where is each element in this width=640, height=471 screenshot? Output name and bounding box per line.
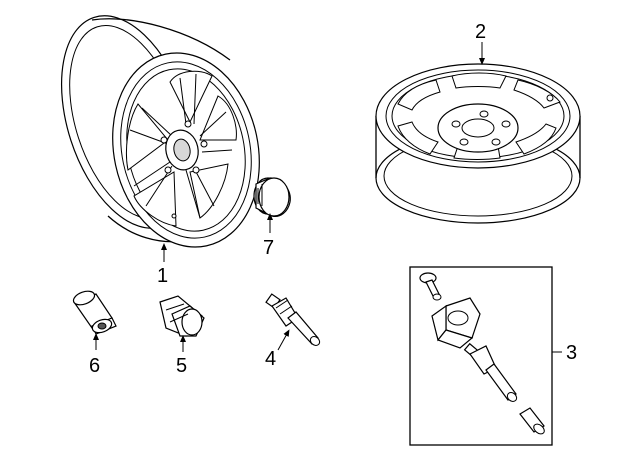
- alloy-wheel[interactable]: [37, 0, 277, 261]
- locking-lug-nut[interactable]: [72, 289, 117, 335]
- tpms-valve[interactable]: [265, 293, 321, 347]
- callout-1: 1: [157, 265, 168, 287]
- kit-sensor: [431, 297, 481, 349]
- callout-4: 4: [265, 348, 276, 370]
- spare-wheel[interactable]: [375, 63, 581, 224]
- center-cap[interactable]: [253, 177, 291, 217]
- kit-box: [409, 266, 553, 446]
- callout-5: 5: [176, 355, 187, 377]
- kit-valve-cap: [519, 407, 545, 435]
- kit-screw: [419, 272, 442, 301]
- callout-3: 3: [566, 342, 577, 364]
- callout-6: 6: [89, 355, 100, 377]
- leader-4: [277, 329, 290, 351]
- callout-7: 7: [263, 237, 274, 259]
- kit-valve-stem: [463, 342, 518, 402]
- lug-nut[interactable]: [159, 295, 205, 337]
- tpms-sensor-kit[interactable]: [409, 266, 562, 446]
- callout-2: 2: [475, 21, 486, 43]
